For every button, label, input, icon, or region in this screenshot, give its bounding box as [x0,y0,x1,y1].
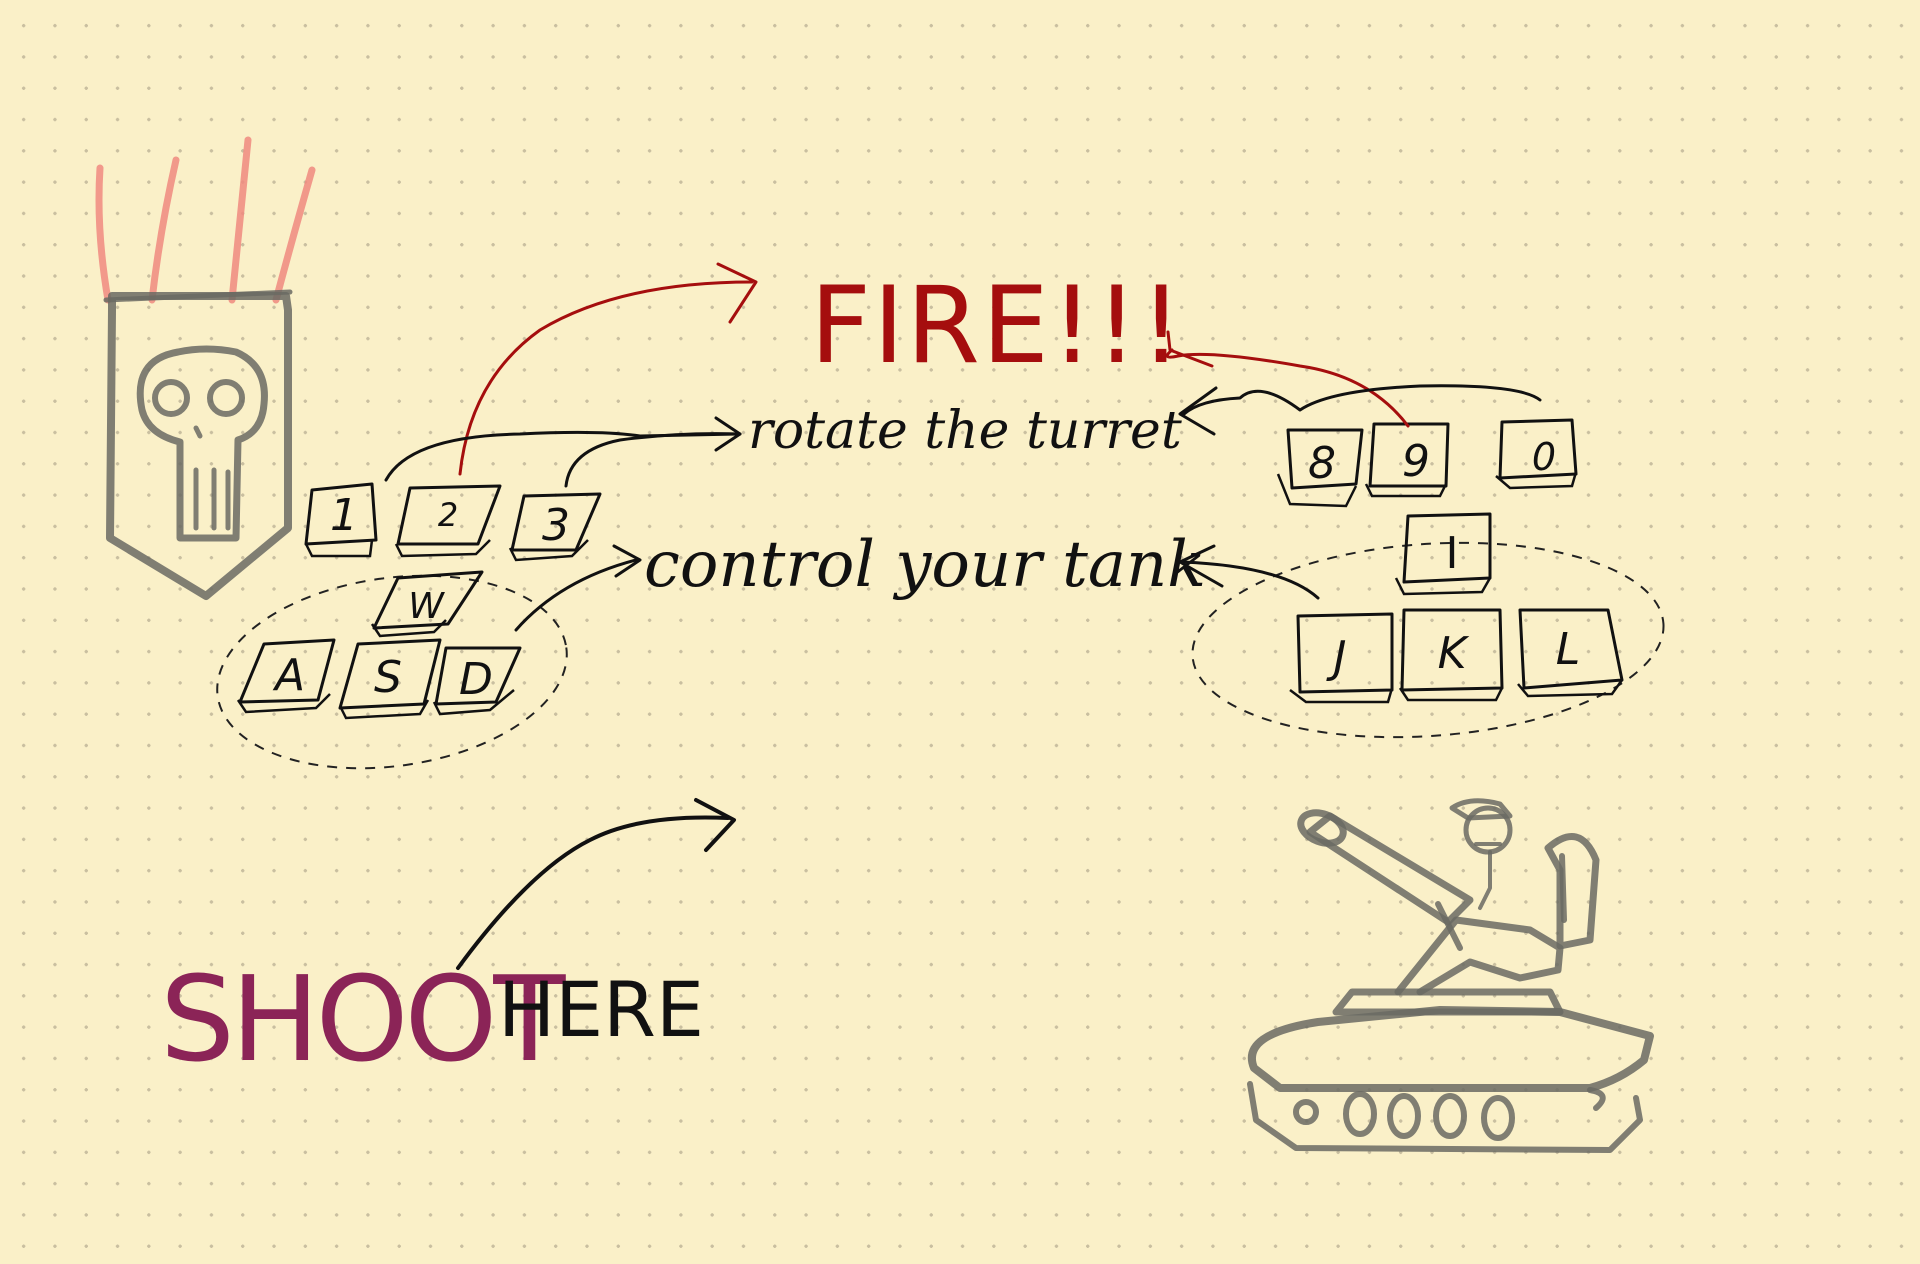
arrow-ijkl-to-control [1180,560,1320,600]
key-0-label: 0 [1532,435,1556,479]
fire-label: FIRE!!! [810,264,1184,387]
key-8: 8 [1276,428,1364,508]
key-j-label: J [1326,632,1347,683]
here-label: HERE [498,965,704,1054]
tank-icon [1247,798,1654,1153]
movement-keys-outline-right [1191,541,1665,739]
key-i: I [1394,512,1492,596]
key-d-label: D [459,654,493,705]
arrow-wasd-to-control [514,558,638,632]
key-2: 2 [394,484,502,558]
key-9-label: 9 [1402,436,1430,487]
key-j: J [1289,612,1394,704]
key-l-label: L [1556,624,1581,675]
right-keyboard-cluster: 8 9 0 I J K L [1191,418,1665,739]
key-k-label: K [1438,628,1470,679]
key-i-label: I [1446,528,1459,579]
movement-keys-outline [216,574,568,770]
arrow-left-numbers-to-rotate [384,430,740,482]
left-keyboard-cluster: 1 2 3 W A S D [216,482,602,770]
arrows [384,262,1542,970]
shoot-label: SHOOT [160,950,566,1088]
key-9: 9 [1364,422,1450,498]
key-0: 0 [1495,418,1578,490]
rotate-label: rotate the turret [748,401,1182,461]
key-k: K [1398,608,1504,702]
key-s: S [338,638,442,720]
arrow-right-numbers-to-rotate [1182,384,1542,416]
key-a: A [236,638,336,714]
key-3-label: 3 [542,500,570,551]
key-d: D [432,646,522,716]
control-label: control your tank [644,528,1206,602]
key-3: 3 [508,492,602,562]
arrow-key2-to-fire [458,280,754,476]
key-2-label: 2 [438,496,458,534]
key-l: L [1517,608,1624,698]
key-w: W [370,570,484,638]
arrow-shoot-here [456,815,730,970]
key-s-label: S [374,652,402,703]
key-8-label: 8 [1308,438,1336,489]
key-1: 1 [304,482,378,558]
key-1-label: 1 [330,490,358,541]
skull-banner-icon [95,136,316,600]
key-w-label: W [408,586,445,627]
key-a-label: A [272,650,305,701]
